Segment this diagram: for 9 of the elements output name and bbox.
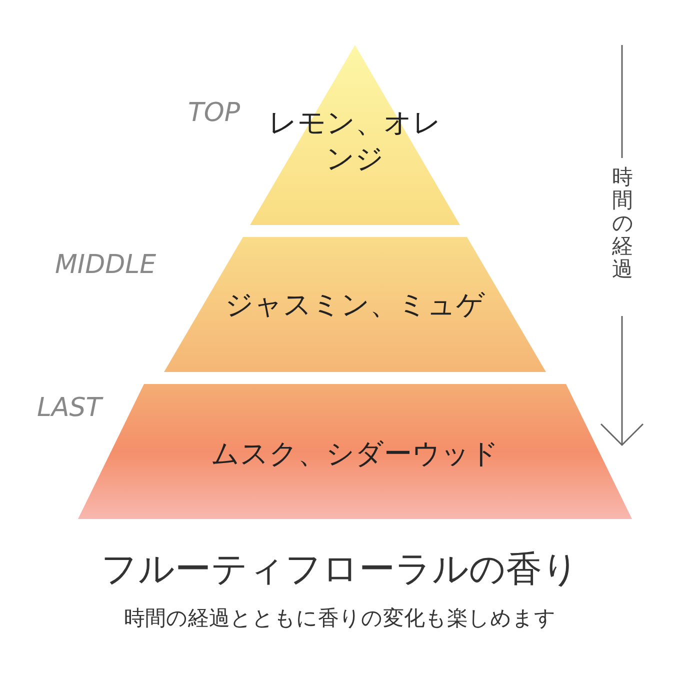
caption: 時間の経過とともに香りの変化も楽しめます [124, 605, 556, 632]
tier-text: ジャスミン、ミュゲ [225, 287, 485, 323]
tier-text: レモン、オレンジ [268, 105, 442, 178]
time-label: 時間の経過 [612, 166, 633, 282]
tier-label: TOP [188, 98, 240, 128]
tier-text: ムスク、シダーウッド [211, 436, 499, 472]
tier-label: MIDDLE [55, 250, 156, 280]
title: フルーティフローラルの香り [101, 548, 579, 592]
tier-label: LAST [37, 393, 102, 423]
